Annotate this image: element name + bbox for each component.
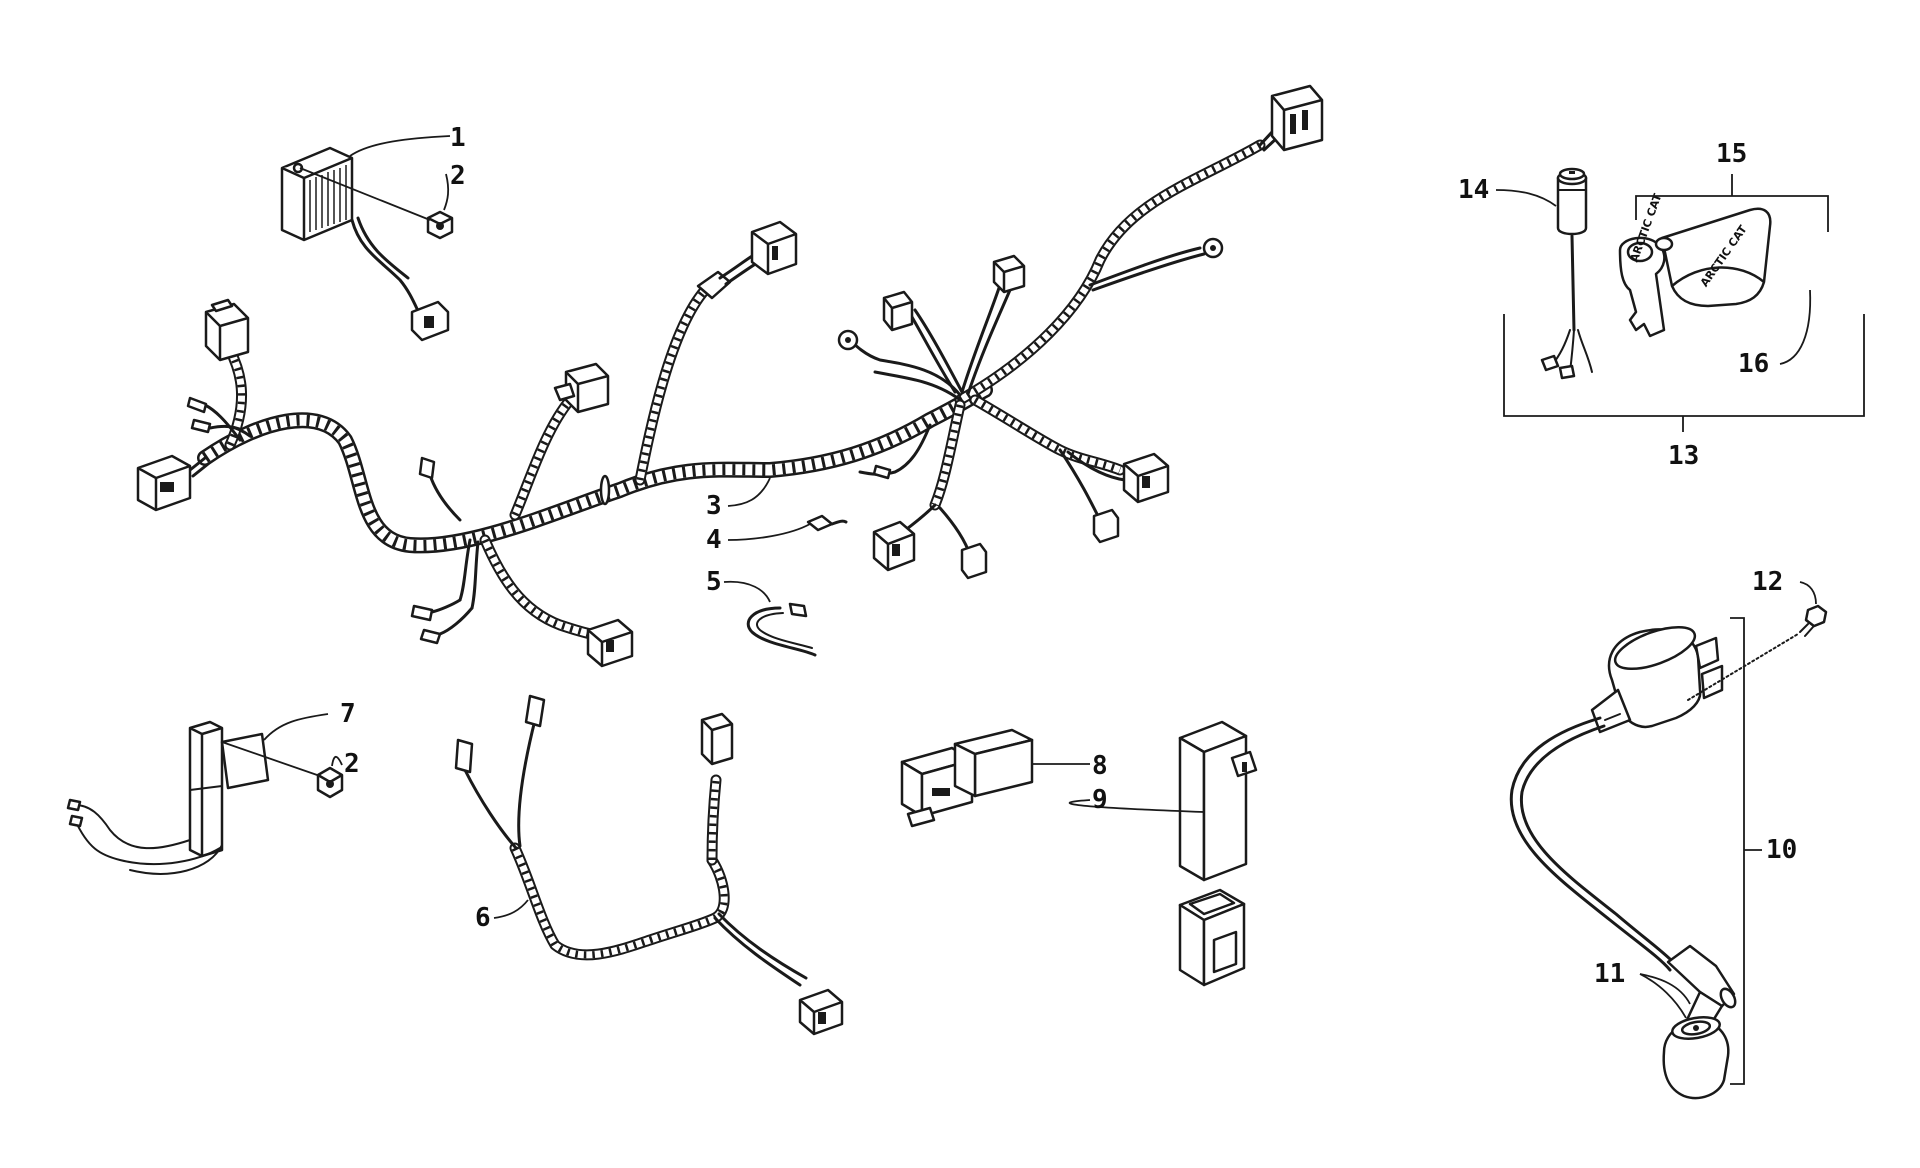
harness-mid-connector — [553, 362, 610, 414]
cable-tie — [746, 602, 817, 657]
voltage-regulator — [280, 146, 450, 342]
callout-1: 1 — [450, 123, 466, 153]
callout-9: 9 — [1092, 785, 1108, 815]
switch-with-bracket — [66, 720, 270, 875]
bullet-terminal — [418, 456, 436, 480]
module-socket — [1178, 888, 1246, 987]
callout-13: 13 — [1668, 441, 1699, 471]
terminal — [806, 514, 848, 532]
main-wiring-harness — [136, 84, 1324, 668]
ignition-switch — [1540, 167, 1593, 380]
relay-connector — [900, 728, 1034, 828]
harness-lower-connector — [586, 618, 634, 668]
harness-right-small-connector — [1092, 508, 1120, 544]
spark-plug-cap — [1662, 1016, 1730, 1100]
harness-hub-connector-a — [882, 290, 914, 332]
harness-upper-connector — [750, 220, 798, 276]
assembly-bracket-13 — [1503, 314, 1865, 417]
callout-8: 8 — [1092, 751, 1108, 781]
sub-harness-top-connector — [700, 712, 734, 766]
callout-labels: 1 2 3 4 5 6 7 2 8 9 10 11 12 13 14 15 16 — [340, 123, 1797, 989]
callout-14: 14 — [1458, 175, 1489, 205]
bullet-terminal — [410, 604, 442, 645]
callout-10: 10 — [1766, 835, 1797, 865]
harness-right-connector — [1122, 452, 1170, 504]
bullet-terminal — [872, 464, 892, 480]
callout-15: 15 — [1716, 139, 1747, 169]
callout-3: 3 — [706, 491, 722, 521]
leader-lines — [221, 135, 1817, 1019]
harness-bottom-small-connector — [960, 542, 988, 580]
callout-4: 4 — [706, 525, 722, 555]
callout-2: 2 — [450, 161, 466, 191]
harness-bottom-hub-connector — [872, 520, 916, 572]
bullet-terminal — [454, 694, 546, 774]
harness-left-end-connector — [136, 454, 192, 512]
nut — [426, 210, 454, 240]
harness-left-top-connector — [204, 298, 250, 362]
sub-harness — [454, 694, 844, 1036]
callout-6: 6 — [475, 903, 491, 933]
nut — [316, 766, 344, 799]
bullet-terminal — [186, 396, 212, 434]
ring-terminal — [1202, 237, 1224, 259]
ring-terminal — [837, 329, 859, 351]
ignition-key: ARCTIC CAT — [1618, 192, 1666, 338]
assembly-bracket-10 — [1730, 617, 1745, 1085]
module-block — [1178, 720, 1258, 882]
ignition-coil — [1509, 625, 1799, 1034]
harness-hub-connector-b — [992, 254, 1026, 294]
callout-2: 2 — [344, 749, 360, 779]
callout-11: 11 — [1594, 959, 1625, 989]
callout-16: 16 — [1738, 349, 1769, 379]
callout-7: 7 — [340, 699, 356, 729]
callout-12: 12 — [1752, 567, 1783, 597]
harness-top-right-connector — [1270, 84, 1324, 152]
key-fob: ARCTIC CAT — [1654, 207, 1772, 308]
sub-harness-bottom-connector — [798, 988, 844, 1036]
screw — [1799, 604, 1828, 637]
callout-5: 5 — [706, 567, 722, 597]
